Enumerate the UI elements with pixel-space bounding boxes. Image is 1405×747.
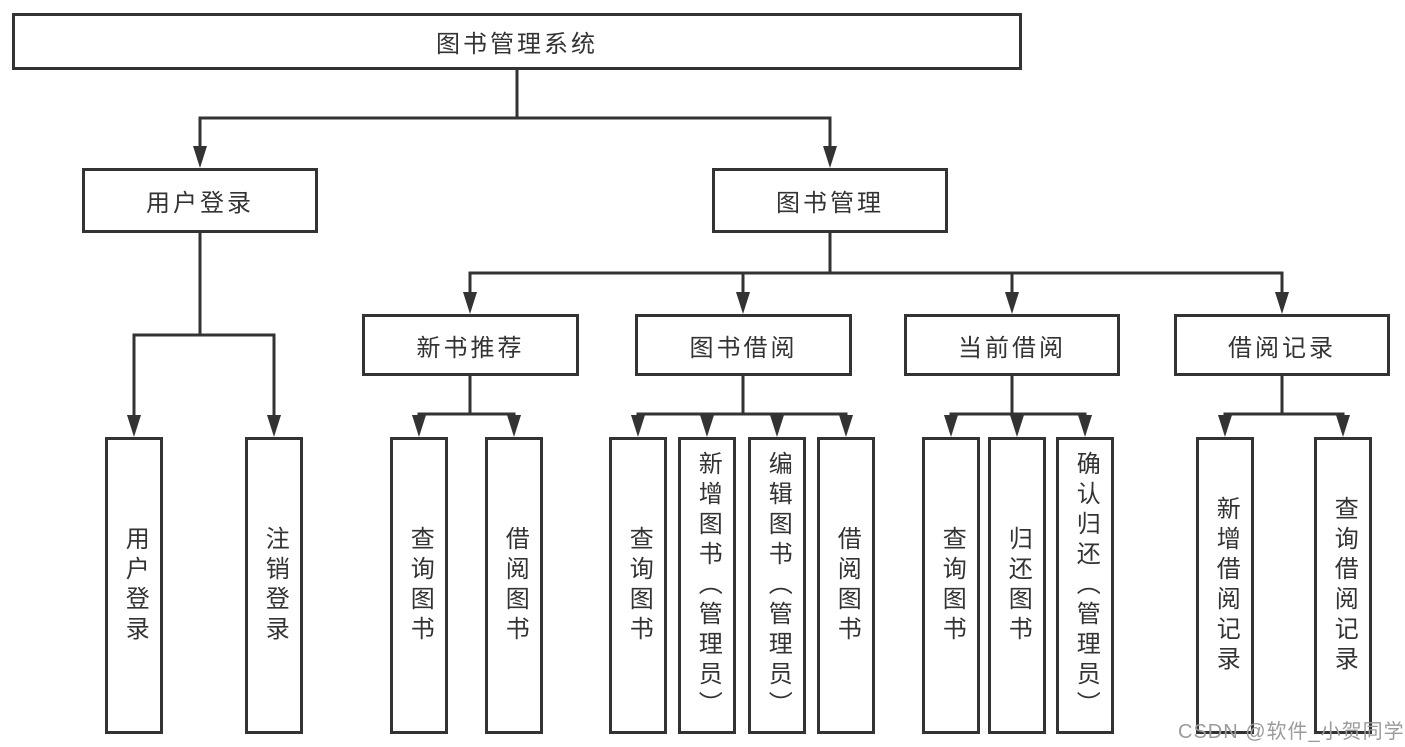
- arrow-down-icon: [1275, 292, 1289, 314]
- arrow-down-icon: [507, 415, 521, 437]
- leaf-recommend-borrow-books-label: 借阅图书: [501, 525, 529, 646]
- leaf-recommend-query-books-label: 查询图书: [406, 525, 434, 646]
- leaf-borrow-add-books-label: 新增图书（管理员）: [694, 450, 722, 721]
- edge-userlogin-to-leaves: [132, 233, 276, 417]
- leaf-recommend-borrow-books: 借阅图书: [485, 437, 543, 734]
- arrow-down-icon: [1218, 415, 1232, 437]
- leaf-borrow-add-books: 新增图书（管理员）: [678, 437, 736, 734]
- arrow-down-icon: [1336, 415, 1350, 437]
- leaf-current-query-books: 查询图书: [922, 437, 980, 734]
- node-book-borrow-label: 图书借阅: [689, 334, 798, 362]
- leaf-user-login: 用户登录: [105, 437, 163, 734]
- arrow-down-icon: [412, 415, 426, 437]
- arrow-down-icon: [1005, 292, 1019, 314]
- leaf-recommend-query-books: 查询图书: [390, 437, 448, 734]
- edge-bookborrow-to-leaves: [636, 376, 848, 419]
- arrow-down-icon: [770, 415, 784, 437]
- arrow-down-icon: [839, 415, 853, 437]
- arrow-down-icon: [1010, 415, 1024, 437]
- leaf-logout-label: 注销登录: [261, 525, 289, 646]
- node-borrow-records-label: 借阅记录: [1228, 334, 1336, 362]
- arrow-down-icon: [944, 415, 958, 437]
- node-root-system-label: 图书管理系统: [436, 31, 598, 58]
- node-book-borrow: 图书借阅: [635, 314, 852, 376]
- leaf-current-return-books-label: 归还图书: [1004, 525, 1032, 646]
- leaf-current-confirm-return-label: 确认归还（管理员）: [1072, 450, 1100, 721]
- edge-root-to-level2: [198, 70, 832, 148]
- node-root-system: 图书管理系统: [12, 13, 1022, 70]
- node-current-borrow-label: 当前借阅: [958, 334, 1066, 362]
- edge-newbookrec-to-leaves: [417, 376, 516, 419]
- leaf-records-add-record: 新增借阅记录: [1196, 437, 1254, 734]
- leaf-current-query-books-label: 查询图书: [938, 525, 966, 646]
- node-borrow-records: 借阅记录: [1174, 314, 1390, 376]
- leaf-borrow-edit-books: 编辑图书（管理员）: [748, 437, 806, 734]
- leaf-user-login-label: 用户登录: [121, 525, 149, 646]
- leaf-current-return-books: 归还图书: [988, 437, 1046, 734]
- leaf-records-query-record-label: 查询借阅记录: [1330, 495, 1358, 676]
- arrow-down-icon: [631, 415, 645, 437]
- node-user-login: 用户登录: [82, 168, 318, 233]
- node-new-book-recommend: 新书推荐: [362, 314, 579, 376]
- edge-borrowrecords-to-leaves: [1223, 376, 1345, 419]
- arrow-down-icon: [127, 415, 141, 437]
- arrow-down-icon: [463, 292, 477, 314]
- leaf-logout: 注销登录: [245, 437, 303, 734]
- leaf-current-confirm-return: 确认归还（管理员）: [1056, 437, 1114, 734]
- edge-bookmgmt-to-level3: [468, 233, 1284, 295]
- arrow-down-icon: [1078, 415, 1092, 437]
- leaf-borrow-query-books: 查询图书: [609, 437, 667, 734]
- arrow-down-icon: [700, 415, 714, 437]
- leaf-borrow-query-books-label: 查询图书: [625, 525, 653, 646]
- node-new-book-recommend-label: 新书推荐: [416, 334, 525, 362]
- csdn-watermark: CSDN @软件_小贺同学: [1178, 721, 1405, 743]
- node-book-management-label: 图书管理: [776, 190, 884, 217]
- leaf-records-add-record-label: 新增借阅记录: [1212, 495, 1240, 676]
- arrow-down-icon: [267, 415, 281, 437]
- edge-currentborrow-to-leaves: [949, 376, 1087, 419]
- arrow-down-icon: [823, 146, 837, 168]
- tree-edges: [132, 70, 1345, 419]
- node-book-management: 图书管理: [712, 168, 948, 233]
- arrowheads: [127, 146, 1350, 437]
- leaf-borrow-borrow-books-label: 借阅图书: [833, 525, 861, 646]
- leaf-borrow-edit-books-label: 编辑图书（管理员）: [764, 450, 792, 721]
- leaf-records-query-record: 查询借阅记录: [1314, 437, 1372, 734]
- arrow-down-icon: [736, 292, 750, 314]
- node-current-borrow: 当前借阅: [904, 314, 1120, 376]
- node-user-login-label: 用户登录: [146, 190, 254, 217]
- arrow-down-icon: [193, 146, 207, 168]
- leaf-borrow-borrow-books: 借阅图书: [817, 437, 875, 734]
